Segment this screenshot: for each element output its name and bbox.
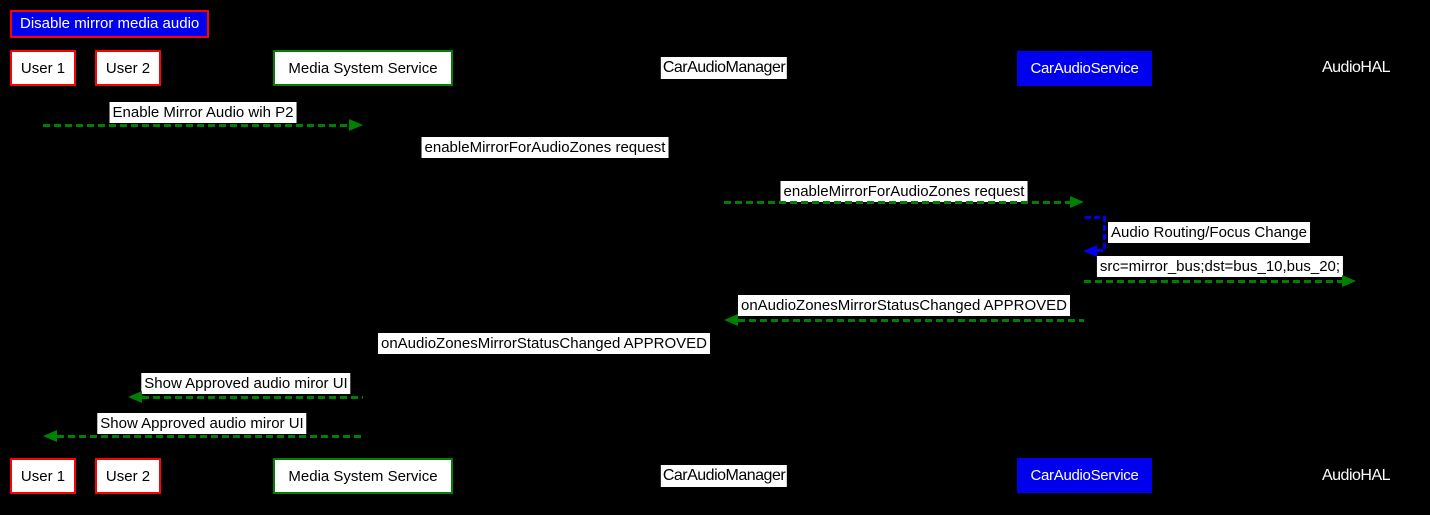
message-label-status-changed-2: onAudioZonesMirrorStatusChanged APPROVED — [377, 333, 711, 354]
message-label-show-approved-1: Show Approved audio miror UI — [141, 373, 351, 394]
actor-audio-hal-bottom: AudioHAL — [1321, 467, 1391, 484]
self-loop-vertical-segment — [1103, 216, 1106, 250]
message-label-enable-mirror-zones-1: enableMirrorForAudioZones request — [421, 137, 669, 158]
arrowhead-left-icon — [43, 430, 57, 442]
actor-user2-top: User 2 — [95, 50, 161, 86]
message-label-show-approved-2: Show Approved audio miror UI — [97, 413, 307, 434]
message-arrow-status-changed-1 — [738, 319, 1084, 322]
message-label-enable-mirror-audio: Enable Mirror Audio wih P2 — [109, 102, 297, 123]
message-label-audio-routing: Audio Routing/Focus Change — [1108, 222, 1310, 243]
arrowhead-left-icon — [724, 314, 738, 326]
actor-media-system-service-top: Media System Service — [273, 50, 453, 86]
message-label-status-changed-1: onAudioZonesMirrorStatusChanged APPROVED — [737, 295, 1071, 316]
actor-user1-top: User 1 — [10, 50, 76, 86]
self-loop-bottom-segment — [1097, 249, 1106, 252]
message-label-src-mirror-bus: src=mirror_bus;dst=bus_10,bus_20; — [1096, 256, 1344, 277]
actor-car-audio-manager-top: CarAudioManager — [660, 57, 788, 79]
arrowhead-left-blue-icon — [1083, 245, 1097, 257]
arrowhead-right-icon — [1070, 196, 1084, 208]
diagram-title: Disable mirror media audio — [10, 10, 210, 38]
message-arrow-enable-mirror-zones-2 — [724, 201, 1070, 204]
message-label-enable-mirror-zones-2: enableMirrorForAudioZones request — [780, 181, 1028, 202]
self-loop-top-segment — [1085, 216, 1106, 219]
actor-car-audio-service-bottom: CarAudioService — [1017, 458, 1152, 493]
arrowhead-right-icon — [349, 119, 363, 131]
actor-car-audio-manager-bottom: CarAudioManager — [660, 465, 788, 487]
actor-media-system-service-bottom: Media System Service — [273, 458, 453, 494]
message-arrow-enable-mirror-audio — [43, 124, 349, 127]
arrowhead-right-icon — [1342, 275, 1356, 287]
actor-user2-bottom: User 2 — [95, 458, 161, 494]
actor-user1-bottom: User 1 — [10, 458, 76, 494]
message-arrow-show-approved-1 — [142, 396, 363, 399]
actor-audio-hal-top: AudioHAL — [1321, 59, 1391, 76]
actor-car-audio-service-top: CarAudioService — [1017, 51, 1152, 86]
message-arrow-show-approved-2 — [57, 435, 363, 438]
arrowhead-left-icon — [128, 391, 142, 403]
message-arrow-src-mirror-bus — [1084, 280, 1342, 283]
